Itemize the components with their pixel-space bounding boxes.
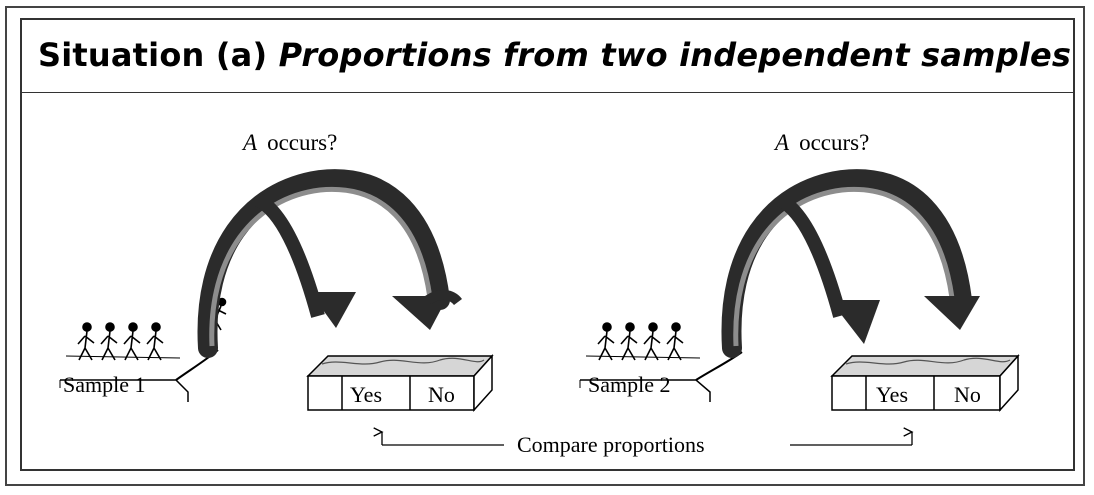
box-1-yes-label: Yes xyxy=(350,382,383,407)
title-situation: Situation (a) xyxy=(38,36,268,74)
title-box xyxy=(20,18,1075,94)
figure-title: Situation (a) Proportions from two indep… xyxy=(38,36,1071,74)
box-2-yes-label: Yes xyxy=(876,382,909,407)
jump-arc-2 xyxy=(721,169,980,358)
compare-proportions-label: Compare proportions xyxy=(517,432,705,457)
sample-1-label: Sample 1 xyxy=(63,372,146,397)
outcome-box-2 xyxy=(830,354,1020,412)
runners-group-2 xyxy=(585,322,701,361)
question-text-2: occurs? xyxy=(799,130,870,155)
box-1-no-label: No xyxy=(428,382,455,407)
question-text-1: occurs? xyxy=(267,130,338,155)
question-variable-1: A xyxy=(243,130,258,155)
sample-2-label: Sample 2 xyxy=(588,372,671,397)
panel-sample-1 xyxy=(59,169,494,412)
compare-bracket xyxy=(373,427,914,446)
box-2-no-label: No xyxy=(954,382,981,407)
outcome-box-1 xyxy=(306,354,494,412)
title-description: Proportions from two independent samples xyxy=(278,36,1072,74)
panel-sample-2 xyxy=(579,169,1020,412)
jump-arc-1 xyxy=(197,169,462,358)
question-variable-2: A xyxy=(775,130,790,155)
